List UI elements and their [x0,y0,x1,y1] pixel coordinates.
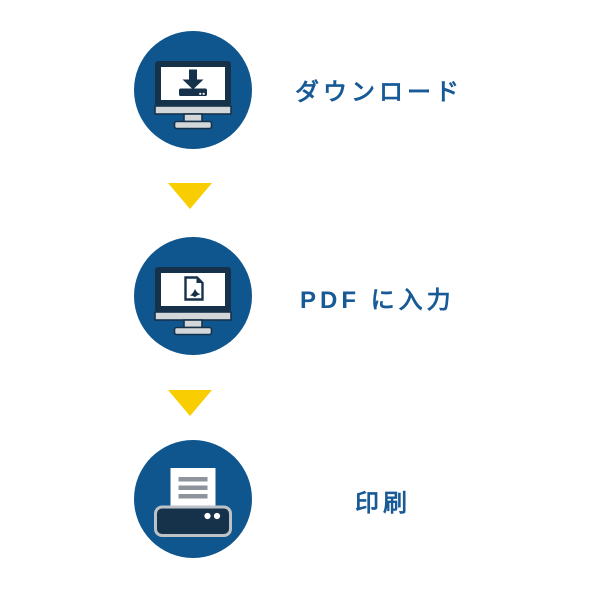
step-circle-pdf [134,237,252,355]
step-circle-download [134,31,252,149]
printer-icon [154,468,232,537]
down-triangle-arrow [168,183,212,209]
monitor-pdf-icon [154,267,232,336]
step-label-print: 印刷 [355,489,411,517]
step-label-pdf: PDF に入力 [300,286,455,314]
monitor-download-icon [154,61,232,130]
step-label-download: ダウンロード [295,78,463,106]
down-triangle-arrow [168,390,212,416]
step-circle-print [134,440,252,558]
